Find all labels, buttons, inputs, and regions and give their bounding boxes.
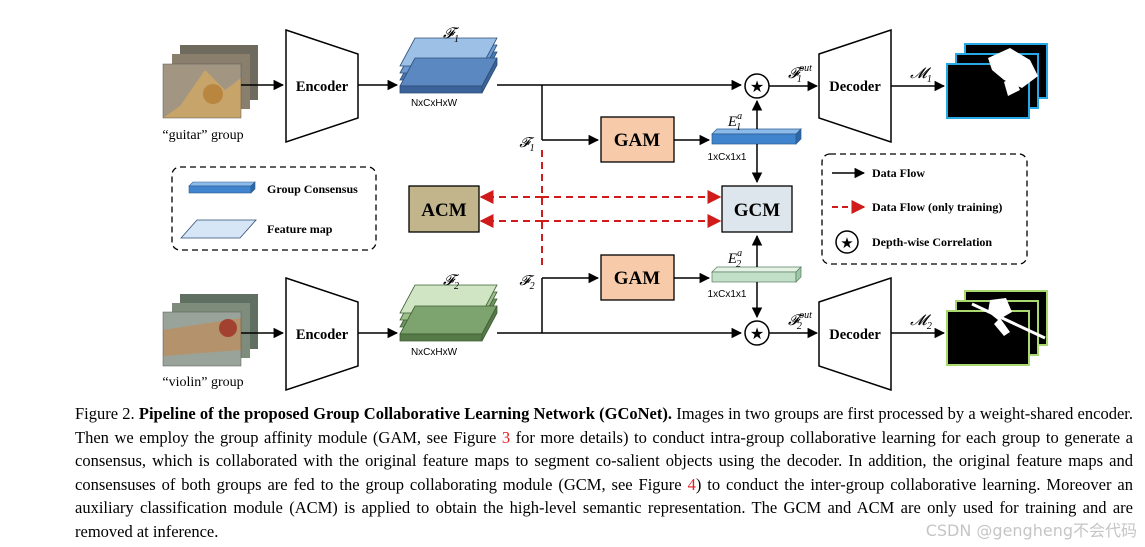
gcm-box: GCM bbox=[721, 185, 793, 233]
svg-text:Decoder: Decoder bbox=[829, 79, 881, 95]
svg-text:★: ★ bbox=[750, 77, 764, 96]
guitar-image-stack bbox=[162, 45, 258, 119]
violin-image-stack bbox=[162, 294, 258, 367]
svg-text:ACM: ACM bbox=[421, 200, 466, 221]
watermark: CSDN @gengheng不会代码 bbox=[925, 521, 1137, 540]
legend-consensus-label: Group Consensus bbox=[267, 182, 358, 196]
bottom-mask-label: 𝓜2 bbox=[910, 313, 932, 332]
acm-box: ACM bbox=[408, 185, 480, 233]
bottom-decoder: Decoder bbox=[818, 276, 892, 392]
violin-group-label: “violin” group bbox=[162, 375, 243, 390]
top-consensus-dims: 1xCx1x1 bbox=[708, 152, 747, 163]
legend-data-flow-training-label: Data Flow (only training) bbox=[872, 200, 1002, 214]
svg-text:Encoder: Encoder bbox=[296, 79, 349, 95]
svg-text:Encoder: Encoder bbox=[296, 327, 349, 343]
legend-star-icon: ★ bbox=[840, 234, 853, 252]
legend-left: Group Consensus Feature map bbox=[171, 166, 377, 251]
bottom-gam-box: GAM bbox=[600, 254, 675, 301]
caption-prefix: Figure 2. bbox=[75, 404, 139, 423]
caption-part-2: for more details) to conduct intra-group… bbox=[75, 427, 1133, 494]
top-encoder: Encoder bbox=[285, 28, 359, 144]
top-decoder: Decoder bbox=[818, 28, 892, 144]
guitar-group-label: “guitar” group bbox=[162, 128, 243, 143]
top-correlation-node: ★ bbox=[744, 73, 770, 99]
bottom-branch-feature-label: 𝓕2 bbox=[519, 274, 534, 292]
figure-caption: Figure 2. Pipeline of the proposed Group… bbox=[75, 402, 1133, 543]
pipeline-diagram: “guitar” group Encoder 𝓕1 NxCxHxW 𝓕1 GAM… bbox=[162, 26, 1048, 392]
caption-title: Pipeline of the proposed Group Collabora… bbox=[138, 404, 672, 423]
bottom-consensus-dims: 1xCx1x1 bbox=[708, 289, 747, 300]
legend-feature-map-label: Feature map bbox=[267, 222, 333, 236]
top-consensus-bar bbox=[711, 128, 802, 145]
legend-data-flow-label: Data Flow bbox=[872, 166, 925, 180]
svg-text:GCM: GCM bbox=[734, 200, 781, 221]
svg-text:GAM: GAM bbox=[614, 130, 661, 151]
caption-part-3: ) to conduct the inter-group collaborati… bbox=[75, 474, 1133, 541]
svg-text:★: ★ bbox=[750, 324, 764, 343]
training-flow-lines bbox=[479, 150, 722, 270]
top-mask-stack bbox=[946, 43, 1048, 119]
caption-ref-figure-3[interactable]: 3 bbox=[501, 427, 511, 447]
svg-text:GAM: GAM bbox=[614, 268, 661, 289]
caption-part-1: Images in two groups are first processed… bbox=[75, 404, 1133, 447]
svg-text:Decoder: Decoder bbox=[829, 327, 881, 343]
bottom-consensus-bar bbox=[711, 266, 802, 283]
bottom-encoder: Encoder bbox=[285, 276, 359, 392]
bottom-feature-map-stack bbox=[399, 284, 498, 342]
legend-right: Data Flow Data Flow (only training) ★ De… bbox=[821, 153, 1028, 265]
top-feature-dims: NxCxHxW bbox=[411, 98, 458, 109]
top-gam-box: GAM bbox=[600, 116, 675, 163]
top-feature-map-stack bbox=[399, 37, 498, 94]
legend-correlation-label: Depth-wise Correlation bbox=[872, 235, 992, 249]
caption-ref-figure-4[interactable]: 4 bbox=[687, 474, 696, 494]
bottom-correlation-node: ★ bbox=[744, 320, 770, 346]
top-branch-feature-label: 𝓕1 bbox=[519, 136, 534, 154]
bottom-mask-stack bbox=[946, 290, 1048, 366]
top-mask-label: 𝓜1 bbox=[910, 66, 932, 85]
bottom-feature-dims: NxCxHxW bbox=[411, 347, 458, 358]
